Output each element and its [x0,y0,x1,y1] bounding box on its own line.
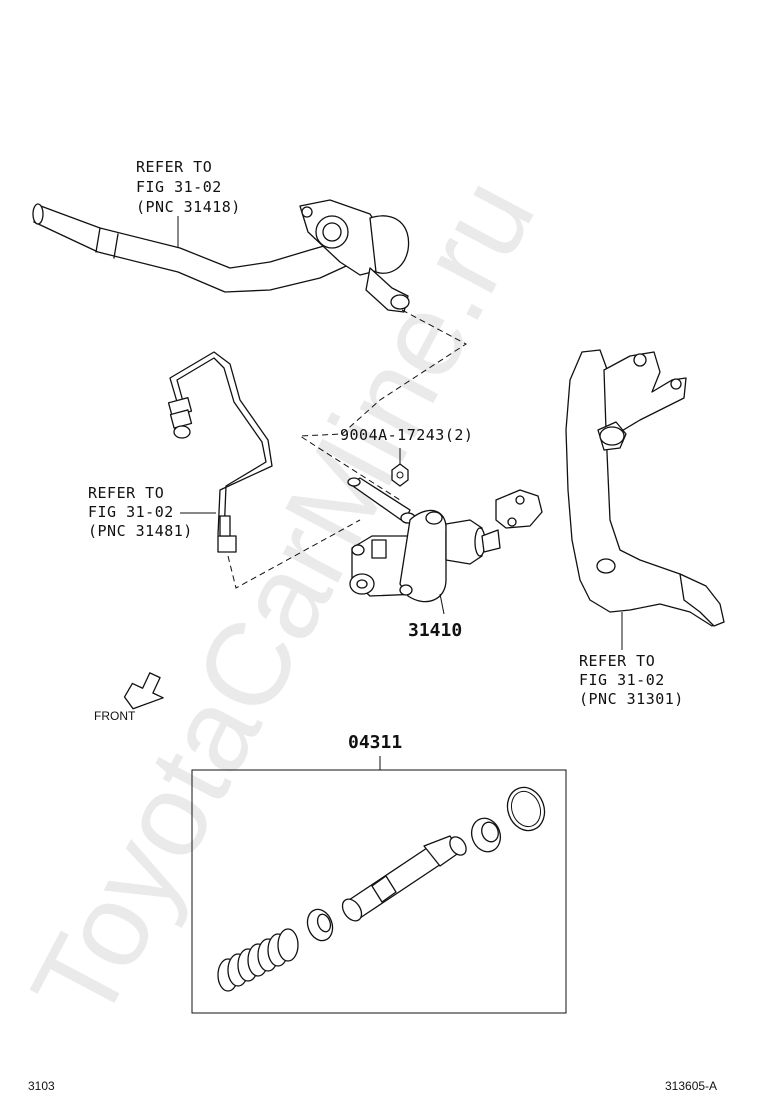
front-indicator: FRONT [94,672,164,723]
hose-callout-line-2: FIG 31-02 [136,178,222,196]
pedal-callout-line-1: REFER TO [579,652,655,670]
master-cylinder-part-number: 31410 [408,620,462,641]
front-label: FRONT [94,709,136,723]
cup-seal[interactable] [467,814,505,856]
nut-part[interactable] [391,448,409,487]
nut-part-number: 9004A-17243(2) [340,426,473,444]
return-spring[interactable] [217,928,299,992]
seal-washer[interactable] [303,906,336,944]
repair-kit[interactable]: 04311 [191,732,567,1014]
tube-connection-line [227,519,361,589]
o-ring[interactable] [502,782,551,836]
tube-callout-line-2: FIG 31-02 [88,503,174,521]
hose-callout: REFER TO FIG 31-02 (PNC 31418) [136,158,241,248]
master-cylinder-callout: 31410 [408,593,462,641]
tube-callout-line-3: (PNC 31481) [88,522,193,540]
tube-callout: REFER TO FIG 31-02 (PNC 31481) [88,484,216,540]
page-code: 3103 [28,1079,55,1093]
hose-callout-line-1: REFER TO [136,158,212,176]
reservoir-hose[interactable] [32,199,410,313]
hose-callout-line-3: (PNC 31418) [136,198,241,216]
pedal-callout-line-2: FIG 31-02 [579,671,665,689]
kit-part-number: 04311 [348,732,402,753]
piston[interactable] [339,834,470,925]
pedal-callout-line-3: (PNC 31301) [579,690,684,708]
watermark: ToyotaCarMine.ru [6,158,560,1042]
hose-connection-line [298,309,467,501]
figure-code: 313605-A [665,1079,717,1093]
clutch-pedal-assembly[interactable] [565,349,725,627]
pedal-callout: REFER TO FIG 31-02 (PNC 31301) [579,612,684,708]
tube-callout-line-1: REFER TO [88,484,164,502]
front-arrow-icon [123,672,164,710]
kit-box [191,769,567,1014]
clutch-master-cylinder[interactable] [349,489,543,603]
clutch-line-tube[interactable] [167,351,273,553]
